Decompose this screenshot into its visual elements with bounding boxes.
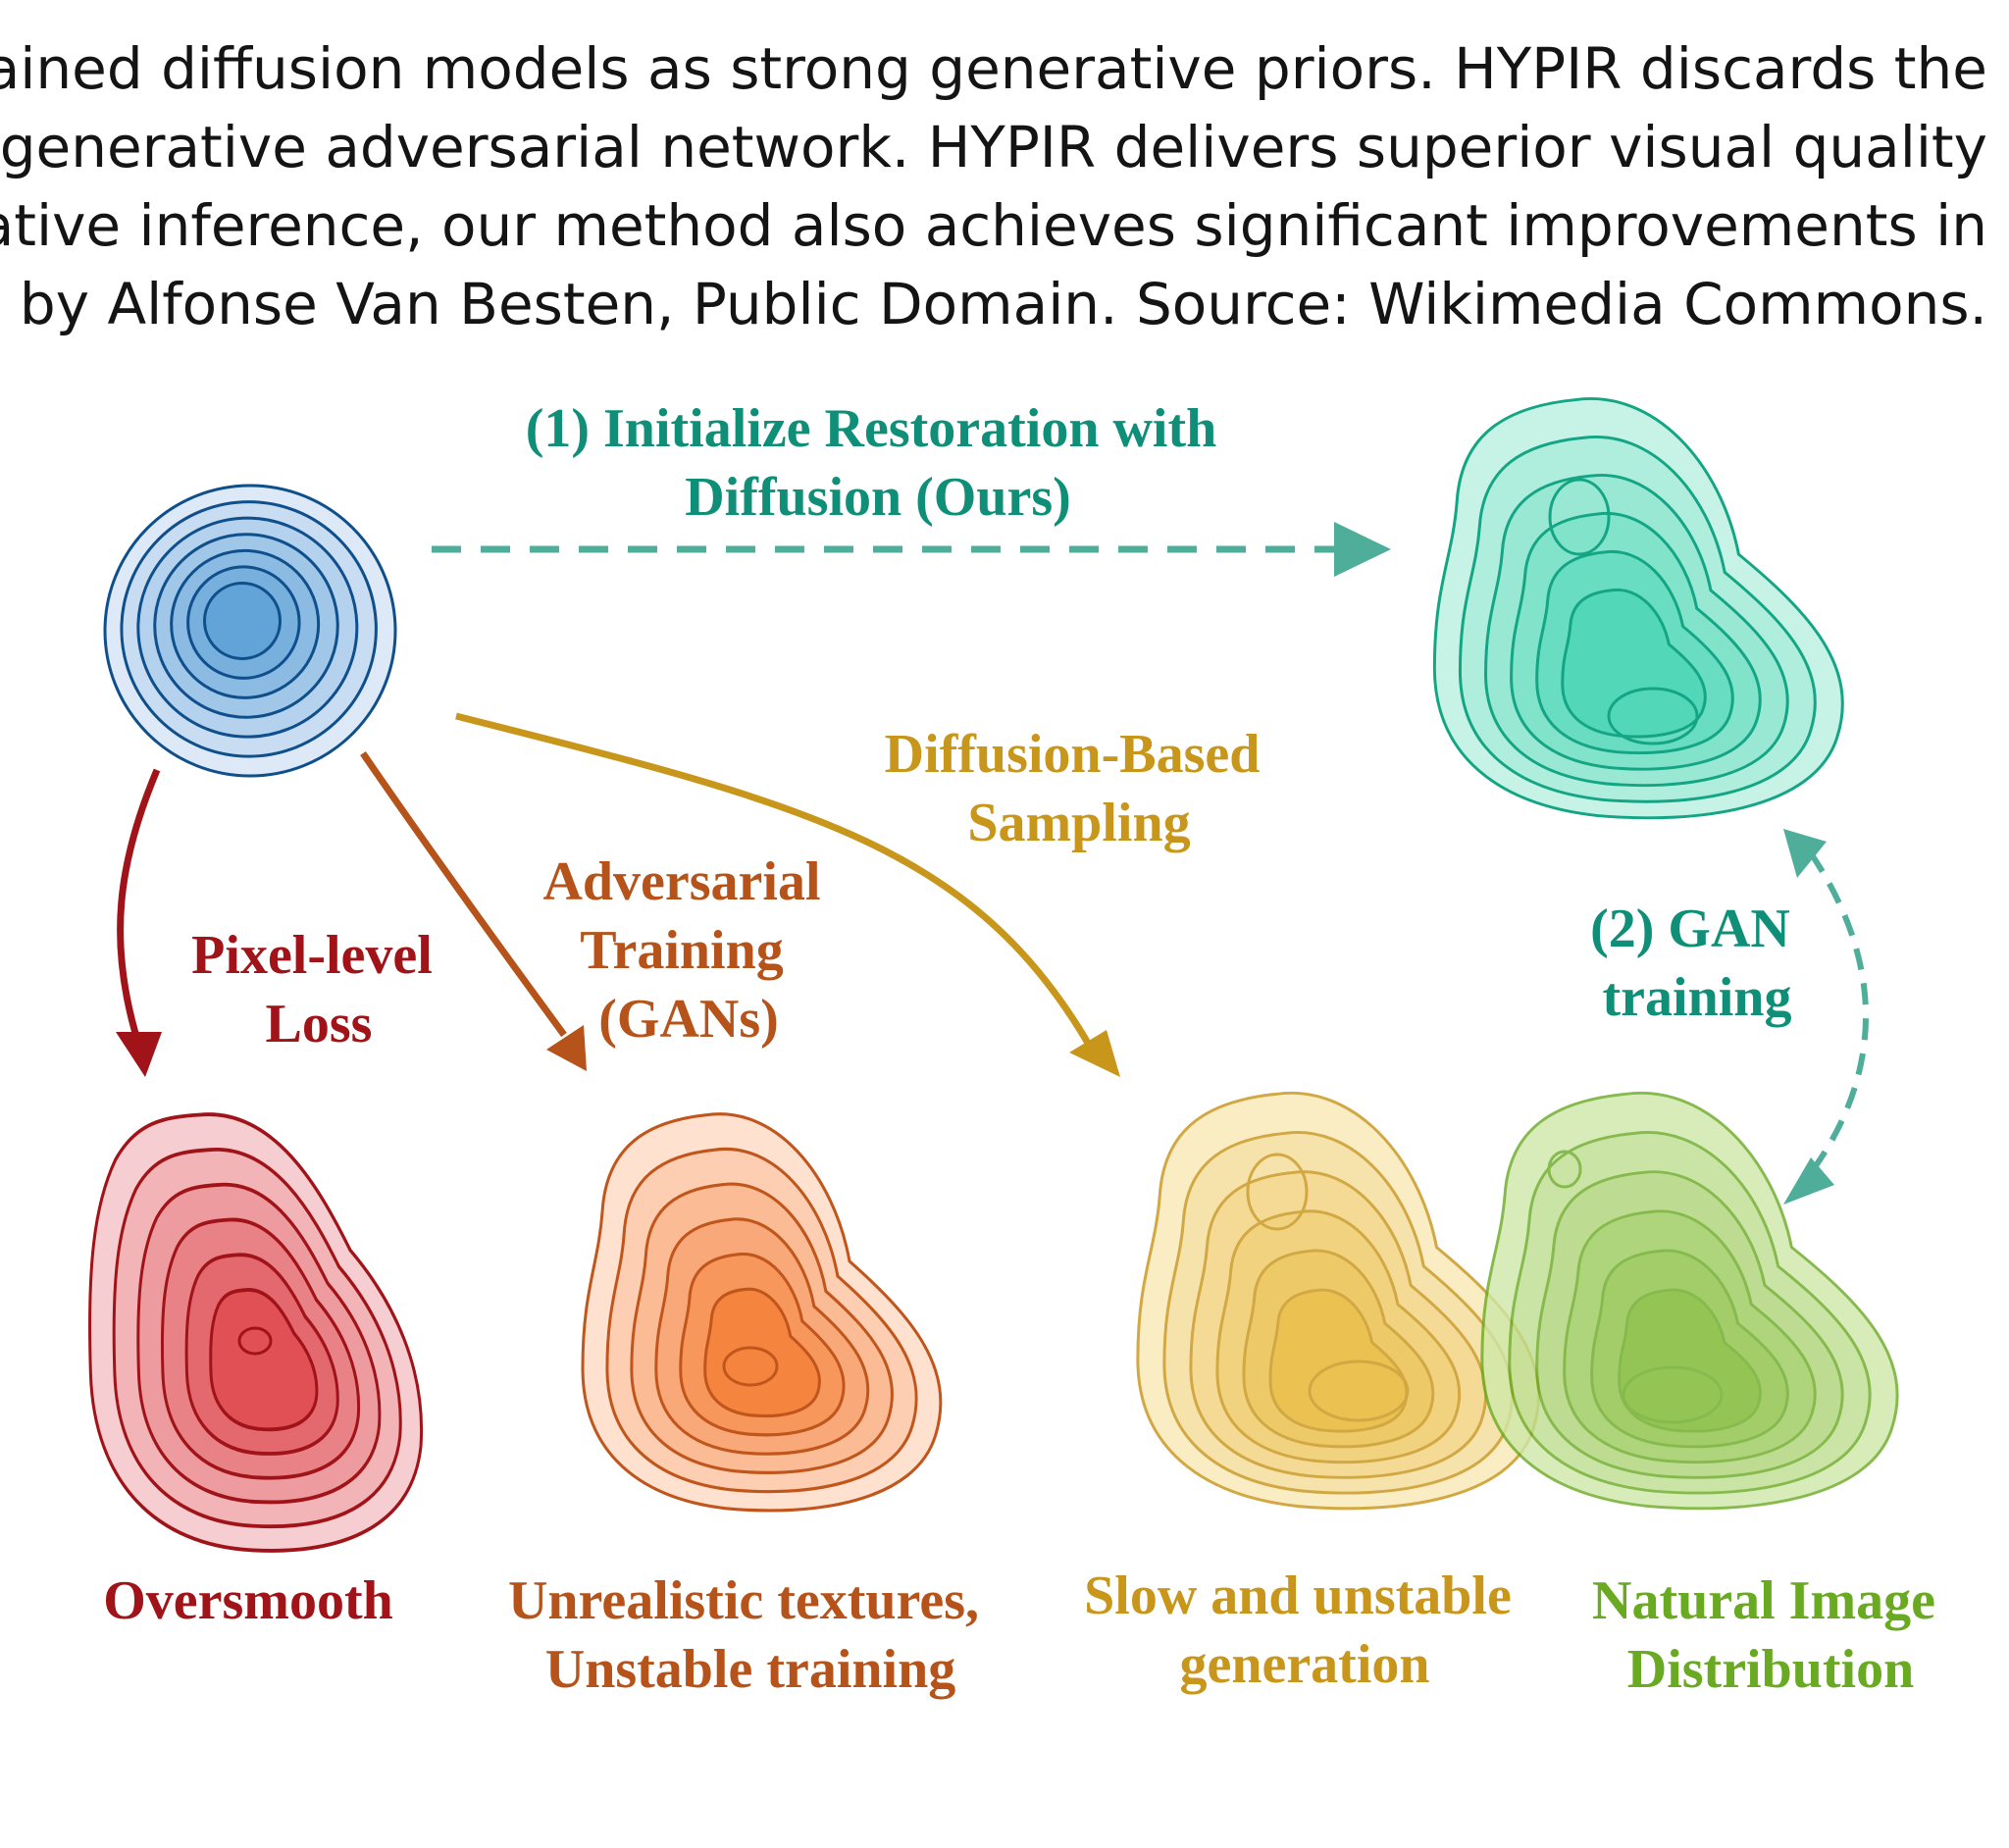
figure-caption: pretrained diffusion models as strong ge… xyxy=(0,0,2009,373)
contour-peak xyxy=(237,1326,273,1356)
caption-line: pretrained diffusion models as strong ge… xyxy=(0,35,1987,102)
label-gan-training: (2) GAN training xyxy=(1590,898,1804,1028)
natural-image-distribution xyxy=(1482,1093,1897,1509)
caption-line: es a generative adversarial network. HYP… xyxy=(0,114,1987,180)
contour-peak xyxy=(1607,687,1699,745)
unrealistic-distribution xyxy=(583,1114,941,1511)
caption-line: ep iterative inference, our method also … xyxy=(0,192,1987,259)
outcome-unrealistic: Unrealistic textures, Unstable training xyxy=(508,1570,993,1700)
diffusion-sampled-distribution xyxy=(1138,1093,1539,1509)
contour-peak xyxy=(1547,1150,1582,1189)
arrow-pixel-level-loss xyxy=(116,768,162,1077)
outcome-oversmooth: Oversmooth xyxy=(103,1570,393,1631)
outcome-natural-image: Natural Image Distribution xyxy=(1592,1570,1949,1700)
contour-peak xyxy=(1308,1360,1410,1422)
outcome-slow-unstable: Slow and unstable generation xyxy=(1084,1566,1525,1695)
oversmooth-distribution xyxy=(90,1114,422,1551)
label-adversarial-training: Adversarial Training (GANs) xyxy=(542,851,834,1050)
source-gaussian-distribution xyxy=(103,484,397,778)
contour-level xyxy=(203,582,282,660)
contour-peak xyxy=(722,1346,779,1387)
caption-line: ograph by Alfonse Van Besten, Public Dom… xyxy=(0,271,1987,337)
arrow-ours xyxy=(432,522,1391,577)
ours-restored-distribution xyxy=(1434,398,1842,817)
contour-peak xyxy=(1548,478,1611,556)
arrow-diffusion-sampling xyxy=(455,712,1120,1077)
contour-peak xyxy=(1246,1153,1309,1231)
arrow-gan-training xyxy=(1783,829,1869,1205)
arrow-adversarial xyxy=(360,751,587,1071)
label-ours: (1) Initialize Restoration with Diffusio… xyxy=(526,398,1231,528)
contour-peak xyxy=(1622,1365,1724,1424)
label-diffusion-sampling: Diffusion-Based Sampling xyxy=(885,724,1274,853)
label-pixel-level-loss: Pixel-level Loss xyxy=(191,925,446,1054)
